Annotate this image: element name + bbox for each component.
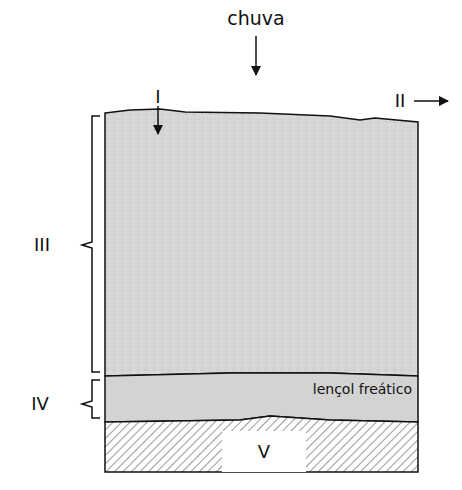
water-table-band: lençol freático <box>105 378 418 418</box>
soil-layer <box>105 109 418 376</box>
infiltration-arrow <box>157 106 159 134</box>
callout-number: I <box>155 88 160 106</box>
water-table-band <box>105 373 418 422</box>
rock-box: V <box>222 431 306 472</box>
node-text: lençol freático <box>313 382 412 396</box>
callout-number: III <box>34 236 50 254</box>
rain-arrow <box>255 36 257 75</box>
callout-number: II <box>395 92 406 110</box>
callout-number: IV <box>31 395 49 413</box>
bracket <box>82 116 100 372</box>
bedrock-layer <box>105 416 418 472</box>
node-text: V <box>258 443 270 461</box>
runoff-arrow <box>414 100 448 102</box>
bracket <box>82 380 100 418</box>
rain-label: chuva <box>227 9 284 28</box>
